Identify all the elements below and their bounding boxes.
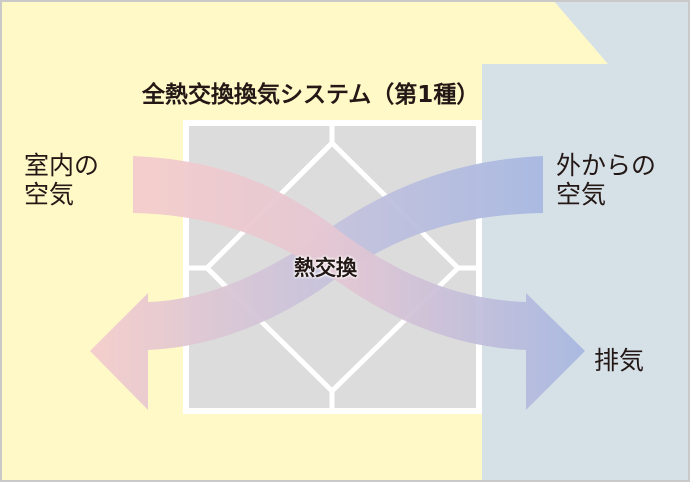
outdoor-air-label: 外からの 空気 — [556, 151, 657, 210]
diagram-title: 全熱交換換気システム（第1種） — [142, 82, 480, 108]
indoor-air-label: 室内の 空気 — [24, 151, 100, 210]
outdoor-air-flow-arrow — [90, 156, 543, 410]
indoor-air-label-line2: 空気 — [24, 179, 75, 209]
indoor-air-label-line1: 室内の — [24, 151, 100, 180]
heat-exchange-label: 熱交換 — [294, 256, 357, 280]
outdoor-air-label-line2: 空気 — [556, 179, 607, 209]
outdoor-region — [482, 2, 688, 480]
exhaust-label: 排気 — [594, 346, 645, 375]
outdoor-air-label-line1: 外からの — [556, 151, 657, 180]
indoor-air-flow-arrow — [133, 156, 585, 410]
